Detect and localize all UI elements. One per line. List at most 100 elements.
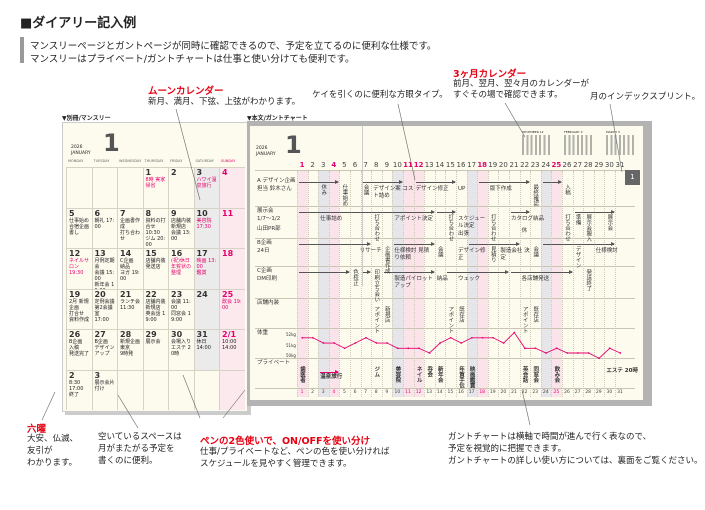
day-header: 12 xyxy=(413,161,424,169)
row-label: 24日 xyxy=(257,248,270,254)
progress-arrow xyxy=(436,210,457,214)
gantt-task: 仕事詰め xyxy=(320,216,343,222)
day-header: 25 xyxy=(551,161,562,169)
calendar-entry: 仕事始め xyxy=(69,217,90,224)
calendar-entry: 会議 15:00 xyxy=(94,270,115,282)
weekday-header: TUESDAY xyxy=(93,159,110,163)
day-column xyxy=(403,171,414,397)
gantt-task: 英会話 xyxy=(521,366,528,383)
progress-arrow xyxy=(479,180,531,184)
day-number: 8 xyxy=(145,208,152,218)
day-header: 16 xyxy=(456,161,466,169)
gantt-task: 会議 xyxy=(362,184,369,195)
calendar-entry: 展示会片付け xyxy=(94,379,115,392)
day-number: 9 xyxy=(171,208,177,218)
day-number: 28 xyxy=(120,330,132,339)
moon-title: ムーンカレンダー xyxy=(148,86,224,97)
weight-point xyxy=(513,331,516,334)
day-cell: 11 xyxy=(219,207,245,248)
mini-calendar-grid xyxy=(606,135,636,155)
day-footer: 6 xyxy=(353,390,357,395)
gantt-task: 展示会搬入 xyxy=(585,214,592,242)
day-footer: 27 xyxy=(574,390,581,395)
day-column xyxy=(498,171,509,397)
mini-calendar-title: MARCH 3 xyxy=(606,130,620,134)
row-line xyxy=(255,328,635,329)
monthly-month-number: 1 xyxy=(103,129,120,157)
day-number: 10 xyxy=(196,208,208,218)
day-number: 21 xyxy=(120,289,132,299)
weight-point xyxy=(312,336,314,339)
weight-point xyxy=(619,352,622,354)
day-footer: 23 xyxy=(532,390,539,395)
day-footer: 5 xyxy=(342,390,346,395)
day-number: 24 xyxy=(196,289,208,299)
day-number: 25 xyxy=(222,289,234,299)
rokuyo-desc-2: 友引が xyxy=(27,446,53,456)
calendar-entry: 14:00 xyxy=(196,345,211,351)
day-number: 29 xyxy=(145,330,157,339)
day-header: 19 xyxy=(488,161,498,169)
gantt-task: ウェック xyxy=(458,276,481,282)
calendar-entry: 2月 新規企画 xyxy=(69,298,89,311)
day-header: 10 xyxy=(392,161,402,169)
gantt-desc-1: ガントチャートは横軸で時間が進んで行く表なので、 xyxy=(448,432,652,442)
leader-line xyxy=(397,103,416,181)
day-column xyxy=(339,171,350,397)
progress-arrow xyxy=(415,180,457,184)
gantt-task: 最終確認 xyxy=(532,184,539,206)
gantt-task: 同窓会 xyxy=(532,366,539,383)
gantt-month-number: 1 xyxy=(285,131,302,159)
calendar-entry: ジム 20:00 xyxy=(145,235,166,248)
weight-point xyxy=(566,352,569,354)
space-desc-3: 書くのに便利。 xyxy=(98,456,158,466)
calendar-entry: 資料作成 xyxy=(69,316,90,323)
calendar-entry: 東京 xyxy=(120,345,131,351)
gantt-desc-2: 予定を視覚的に把握できます。 xyxy=(448,444,567,454)
gantt-task: 仕様検討 見積り依頼 xyxy=(394,248,430,261)
day-number: 18 xyxy=(222,249,234,258)
day-number: 7 xyxy=(120,208,126,218)
day-footer: 21 xyxy=(511,390,517,395)
row-label: プライベート xyxy=(257,360,291,366)
day-cell xyxy=(117,369,143,410)
day-column xyxy=(297,171,308,397)
day-column xyxy=(371,171,382,397)
day-header: 9 xyxy=(384,161,390,169)
pen-desc-2: スケジュールを見やすく管理できます。 xyxy=(200,459,352,469)
progress-arrow xyxy=(362,270,371,274)
gantt-task: カタログ納品 xyxy=(511,216,545,222)
day-number: 3 xyxy=(196,168,203,177)
day-header: 3 xyxy=(320,161,326,169)
day-number: 22 xyxy=(145,289,157,299)
day-header: 11 xyxy=(403,161,413,169)
calendar-entry: 月例定期会 xyxy=(94,258,115,270)
calendar-entry: 会議 13:00 xyxy=(171,229,191,242)
month-index-tab[interactable]: 1 xyxy=(625,170,640,185)
day-cell: 2 xyxy=(168,167,194,208)
weight-axis-label: 51kg xyxy=(286,342,296,348)
row-label: A デザイン企画 xyxy=(257,178,296,184)
calendar-entry: 9時発 xyxy=(120,351,134,357)
gantt-task: 企画書作成 xyxy=(383,246,390,274)
day-footer: 9 xyxy=(385,390,389,395)
weight-point xyxy=(301,336,304,339)
calendar-entry: (祝)休日 xyxy=(171,258,190,264)
mini-calendar-grid xyxy=(522,135,552,155)
lead-line-2: マンスリーはプライベート/ガントチャートは仕事と使い分けても便利です。 xyxy=(30,54,355,65)
day-number: 26 xyxy=(69,330,81,339)
gantt-task: 納品 xyxy=(436,276,448,282)
calendar-entry: 10:30 xyxy=(145,229,160,236)
day-column xyxy=(466,171,478,397)
progress-arrow xyxy=(299,270,350,274)
day-cell xyxy=(66,167,92,208)
day-cell xyxy=(91,167,117,208)
day-footer: 3 xyxy=(321,390,325,395)
